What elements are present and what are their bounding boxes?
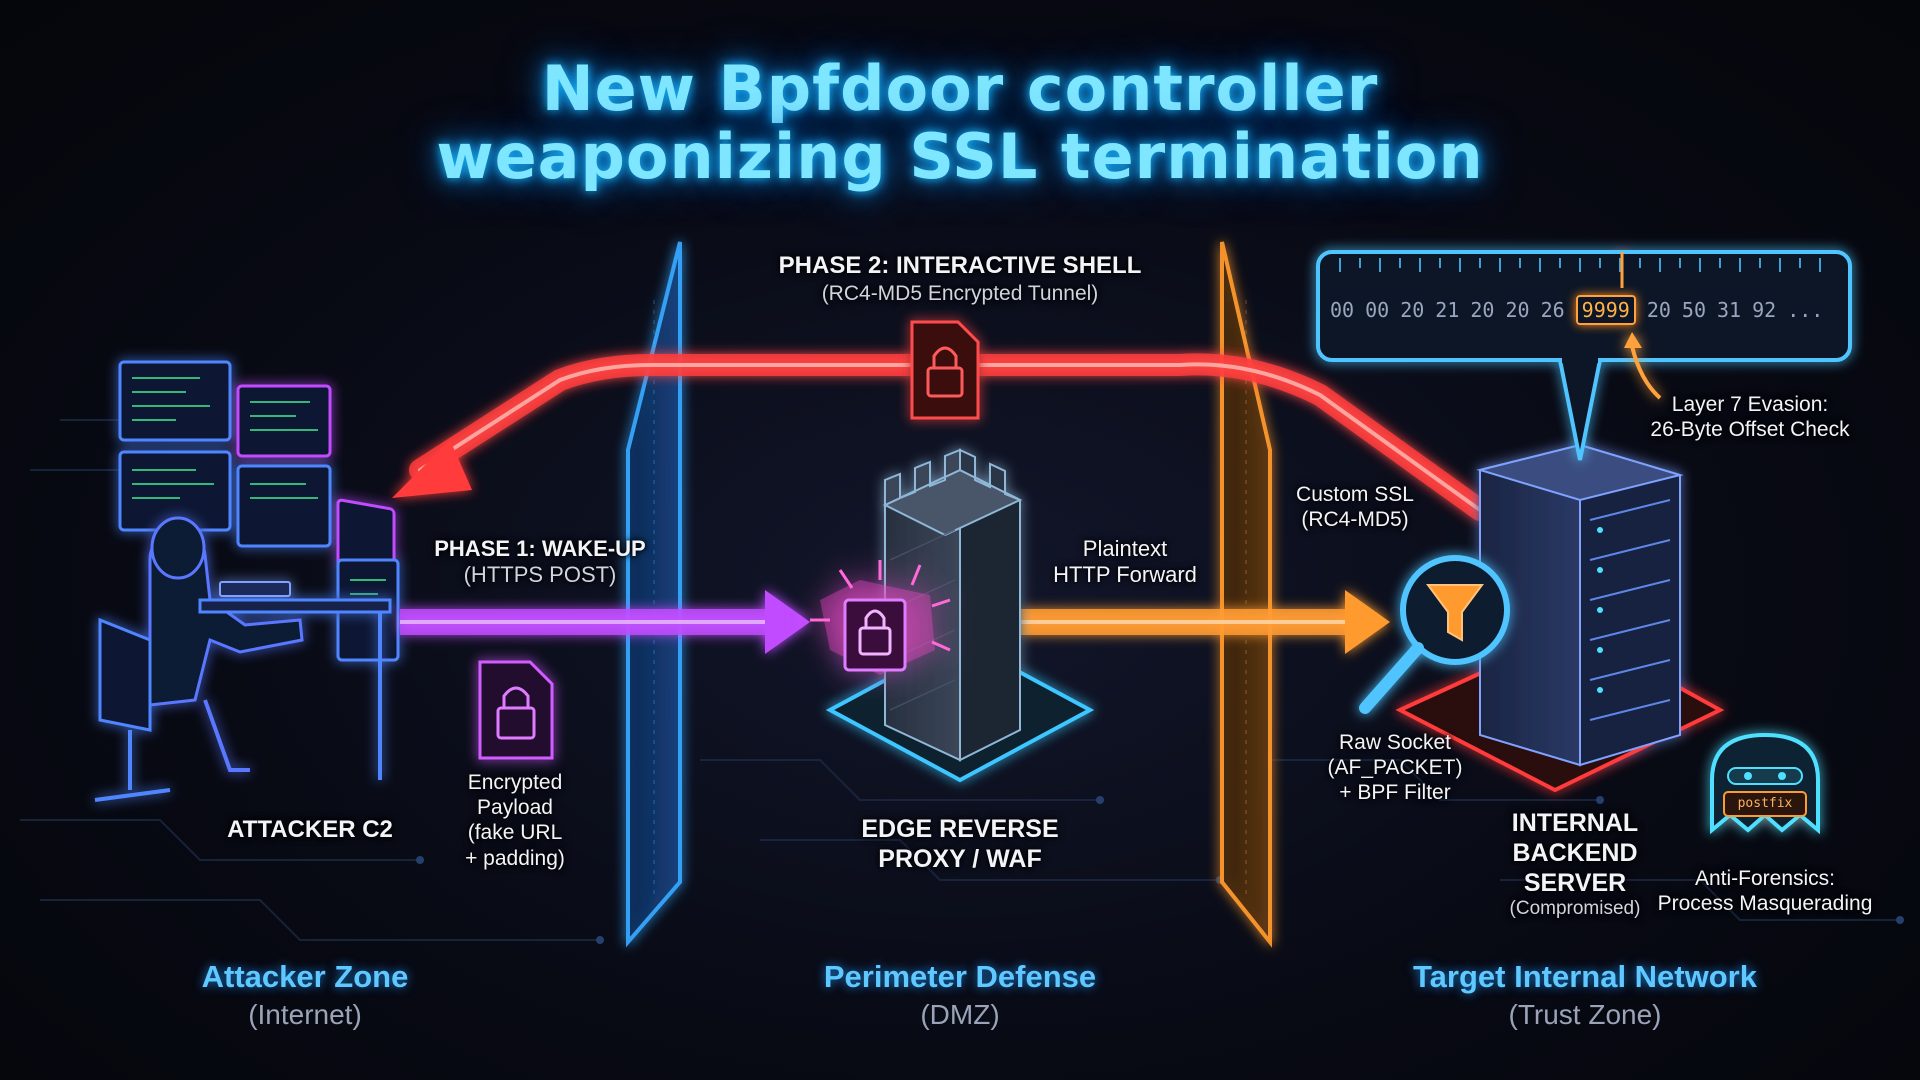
packet-hex-row: 00 00 20 21 20 20 26 9999 20 50 31 92 ..…	[1330, 295, 1830, 325]
hex-byte: 00	[1330, 298, 1355, 322]
raw-socket-line-2: (AF_PACKET)	[1327, 756, 1463, 780]
zone-target-subtitle: (Trust Zone)	[1508, 998, 1662, 1030]
phase1-label: PHASE 1: WAKE-UP (HTTPS POST)	[400, 536, 680, 589]
payload-line-3: (fake URL	[467, 821, 563, 845]
server-note: (Compromised)	[1509, 898, 1641, 919]
zone-perimeter-subtitle: (DMZ)	[920, 998, 1000, 1030]
custom-ssl-label: Custom SSL (RC4-MD5)	[1280, 482, 1430, 532]
payload-label: Encrypted Payload (fake URL + padding)	[430, 770, 600, 871]
zone-target: Target Internal Network (Trust Zone)	[1380, 958, 1790, 1032]
payload-line-2: Payload	[477, 796, 553, 820]
forward-line-1: Plaintext	[1082, 536, 1168, 561]
hex-byte: 26	[1540, 298, 1565, 322]
right-firewall-panel	[1220, 241, 1272, 948]
phase2-title: PHASE 2: INTERACTIVE SHELL	[778, 252, 1142, 279]
hex-ellipsis: ...	[1787, 298, 1824, 322]
phase2-lock-document	[910, 320, 980, 420]
proxy-line-2: PROXY / WAF	[878, 845, 1042, 873]
antiforensics-line-2: Process Masquerading	[1657, 892, 1873, 916]
edge-proxy-tower	[825, 448, 1095, 783]
hex-byte: 31	[1717, 298, 1742, 322]
plaintext-forward-arrow	[1020, 590, 1390, 654]
hex-magic-bytes: 9999	[1575, 295, 1636, 325]
evasion-pointer-arrow	[1624, 332, 1662, 400]
forward-line-2: HTTP Forward	[1053, 562, 1197, 588]
attacker-monitor-wall	[118, 360, 400, 662]
custom-ssl-line-1: Custom SSL	[1296, 483, 1414, 506]
proxy-label: EDGE REVERSE PROXY / WAF	[820, 814, 1100, 874]
evasion-line-2: 26-Byte Offset Check	[1650, 418, 1850, 442]
left-firewall-panel	[626, 241, 682, 948]
ghost-badge-text: postfix	[1737, 796, 1793, 811]
hex-byte: 20	[1505, 298, 1530, 322]
antiforensics-line-1: Anti-Forensics:	[1694, 867, 1836, 890]
attacker-c2-label: ATTACKER C2	[200, 816, 420, 845]
hooded-attacker-figure	[94, 516, 392, 802]
title-line-2: weaponizing SSL termination	[436, 120, 1484, 193]
raw-socket-line-3: + BPF Filter	[1339, 781, 1451, 805]
antiforensics-label: Anti-Forensics: Process Masquerading	[1650, 866, 1880, 916]
hex-byte: 20	[1400, 298, 1425, 322]
payload-line-4: + padding)	[465, 846, 565, 870]
zone-attacker-title: Attacker Zone	[201, 959, 409, 994]
phase2-subtitle: (RC4-MD5 Encrypted Tunnel)	[821, 281, 1099, 305]
phase2-label: PHASE 2: INTERACTIVE SHELL (RC4-MD5 Encr…	[740, 252, 1180, 306]
phase2-tunnel-arrow	[392, 353, 1491, 521]
custom-ssl-line-2: (RC4-MD5)	[1301, 508, 1409, 532]
server-line-1: INTERNAL	[1511, 809, 1639, 837]
hex-byte: 00	[1365, 298, 1390, 322]
decrypt-burst	[810, 560, 951, 675]
phase1-wakeup-arrow	[400, 590, 810, 654]
server-line-3: SERVER	[1523, 869, 1627, 897]
ghost-masquerade-icon	[1710, 732, 1820, 835]
zone-target-title: Target Internal Network	[1413, 959, 1757, 994]
raw-socket-label: Raw Socket (AF_PACKET) + BPF Filter	[1310, 730, 1480, 806]
encrypted-payload-document	[478, 660, 554, 760]
hex-byte: 21	[1435, 298, 1460, 322]
evasion-line-1: Layer 7 Evasion:	[1671, 393, 1829, 416]
zone-attacker: Attacker Zone (Internet)	[140, 958, 470, 1032]
monitor-code-lines	[132, 377, 386, 595]
hex-byte: 92	[1752, 298, 1777, 322]
backend-server	[1395, 443, 1725, 793]
packet-inspection-callout	[1316, 250, 1852, 461]
server-line-2: BACKEND	[1512, 839, 1638, 867]
circuit-traces	[20, 419, 1900, 941]
hex-byte: 20	[1470, 298, 1495, 322]
hex-byte: 50	[1681, 298, 1707, 322]
bpf-filter-magnifier-icon	[1359, 555, 1510, 714]
phase1-subtitle: (HTTPS POST)	[463, 562, 617, 588]
zone-perimeter-title: Perimeter Defense	[823, 959, 1097, 994]
title-line-1: New Bpfdoor controller	[541, 52, 1379, 125]
forward-label: Plaintext HTTP Forward	[1030, 536, 1220, 589]
server-label: INTERNAL BACKEND SERVER (Compromised)	[1495, 808, 1655, 921]
hex-byte: 20	[1646, 298, 1671, 322]
attacker-c2-text: ATTACKER C2	[227, 816, 393, 843]
proxy-line-1: EDGE REVERSE	[861, 815, 1059, 843]
evasion-label: Layer 7 Evasion: 26-Byte Offset Check	[1630, 392, 1870, 442]
zone-attacker-subtitle: (Internet)	[248, 998, 362, 1030]
raw-socket-line-1: Raw Socket	[1338, 731, 1452, 754]
zone-perimeter: Perimeter Defense (DMZ)	[770, 958, 1150, 1032]
payload-line-1: Encrypted	[467, 771, 563, 794]
phase1-title: PHASE 1: WAKE-UP	[434, 536, 646, 561]
